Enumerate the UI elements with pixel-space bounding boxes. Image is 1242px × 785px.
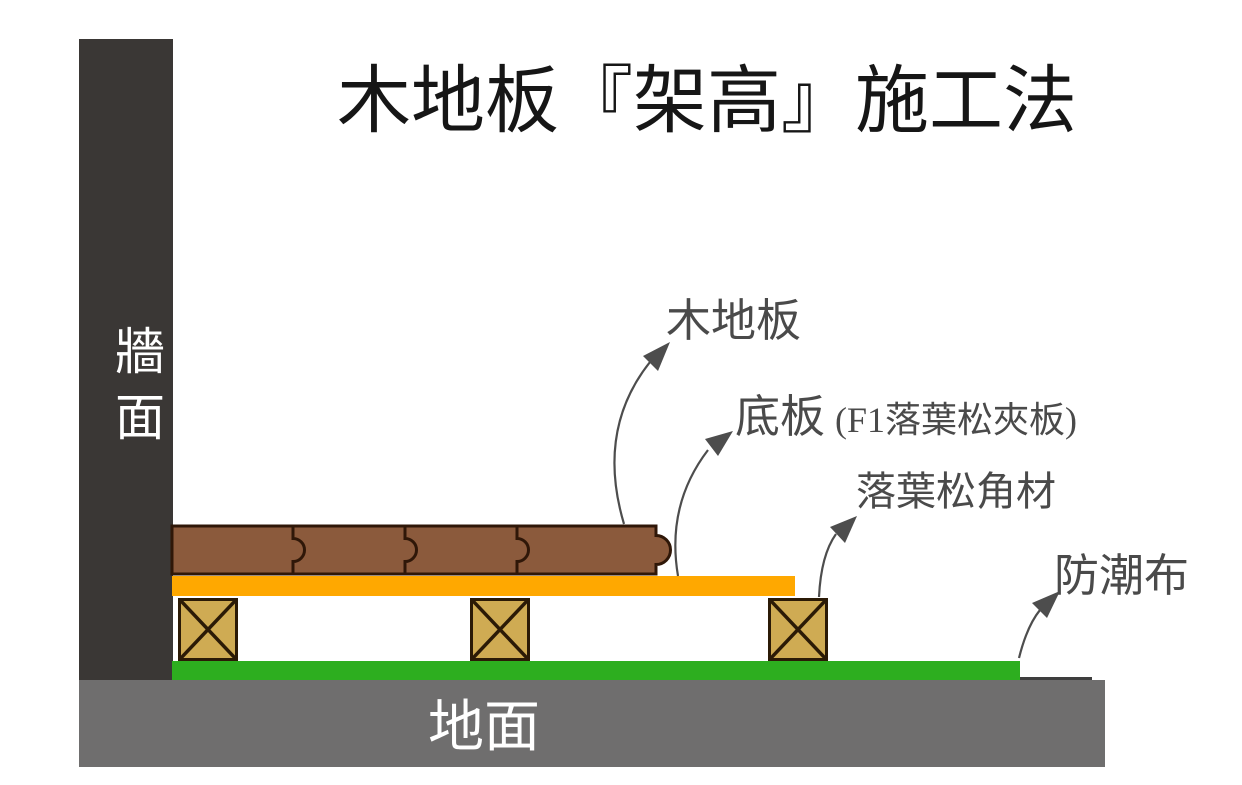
- diagram-title: 木地板『架高』施工法: [337, 59, 1077, 142]
- plank-joint: [291, 526, 306, 574]
- larch-batten: [178, 598, 238, 661]
- ground-label: 地面: [428, 695, 540, 758]
- x-brace-icon: [771, 601, 825, 658]
- subfloor-label: 底板(F1落葉松夾板): [735, 380, 1077, 445]
- plank-joint: [515, 526, 530, 574]
- ground: 地面: [79, 680, 1105, 767]
- larch-batten: [768, 598, 828, 661]
- moisture-barrier-arrow-line: [1017, 609, 1041, 659]
- larch-batten: [470, 598, 530, 661]
- wood-floor-label: 木地板: [666, 295, 802, 346]
- wall-label: 牆面: [108, 325, 164, 457]
- wood-floor-planks: [170, 524, 672, 576]
- subfloor-label-note: (F1落葉松夾板): [835, 400, 1078, 440]
- larch-batten-label: 落葉松角材: [856, 470, 1056, 514]
- subfloor-arrowhead-icon: [705, 431, 733, 456]
- wall: 牆面: [79, 39, 173, 680]
- x-brace-icon: [181, 601, 235, 658]
- larch-batten-arrow-line: [817, 533, 837, 598]
- moisture-barrier-label: 防潮布: [1054, 550, 1190, 601]
- wood-floor-arrow-line: [613, 361, 651, 525]
- subfloor-layer: [172, 576, 795, 596]
- moisture-barrier-layer: [172, 661, 1020, 680]
- larch-batten-arrowhead-icon: [830, 516, 857, 543]
- ground-edge-line: [1020, 677, 1092, 680]
- plank-joint: [403, 526, 418, 574]
- subfloor-label-main: 底板: [735, 391, 826, 442]
- plank-run: [170, 524, 672, 576]
- x-brace-icon: [473, 601, 527, 658]
